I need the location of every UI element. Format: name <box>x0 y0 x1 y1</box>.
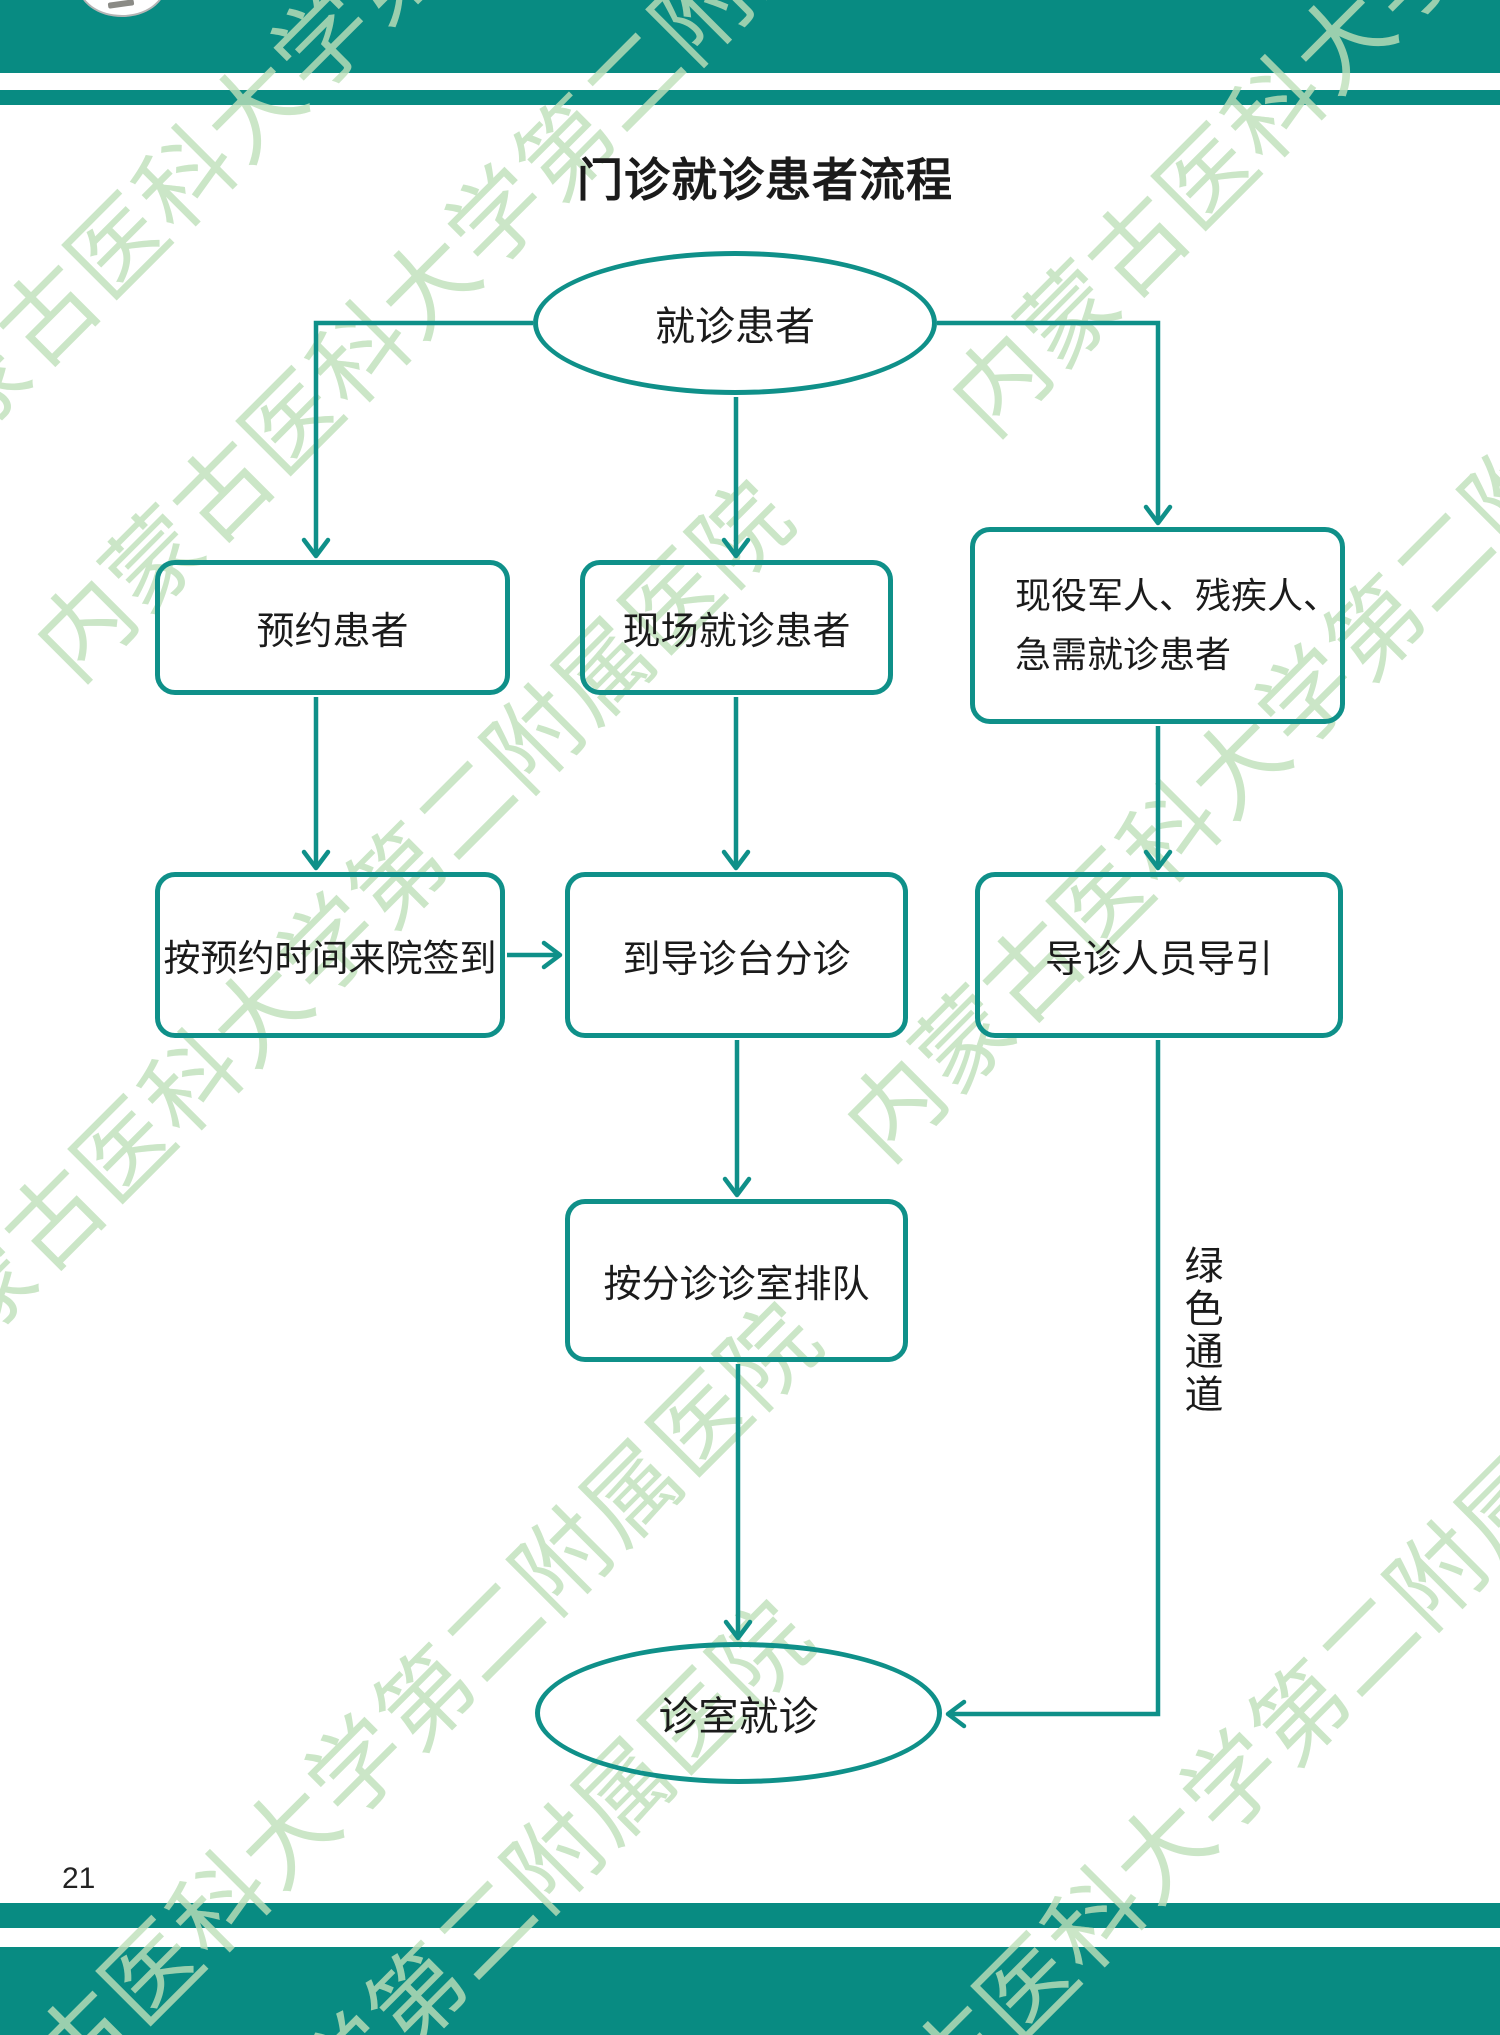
arrowhead-start-walkin <box>721 537 751 559</box>
node-guide-label: 导诊人员导引 <box>1044 938 1273 981</box>
arrowhead-priority-guide <box>1143 849 1173 871</box>
node-checkin-on-time: 按预约时间来院签到 <box>155 872 505 1038</box>
node-queue-label: 按分诊诊室排队 <box>603 1264 870 1306</box>
footer-band-thin <box>0 1903 1500 1928</box>
arrowhead-guide-consult <box>945 1699 967 1729</box>
node-reserved-label: 预约患者 <box>256 611 409 653</box>
arrowhead-walkin-triage <box>721 849 751 871</box>
node-priority-label: 现役军人、残疾人、 急需就诊患者 <box>1015 575 1340 675</box>
node-consult-label: 诊室就诊 <box>658 1695 819 1739</box>
node-start-label: 就诊患者 <box>655 305 815 349</box>
node-triage-label: 到导诊台分诊 <box>622 938 851 981</box>
footer-band-thick <box>0 1947 1500 2035</box>
node-reserved-patient: 预约患者 <box>155 560 510 695</box>
node-checkin-label: 按预约时间来院签到 <box>163 938 497 979</box>
arrowhead-reserved-checkin <box>301 849 331 871</box>
node-queue-at-room: 按分诊诊室排队 <box>565 1199 908 1362</box>
logo-mark <box>107 0 135 9</box>
node-walkin-label: 现场就诊患者 <box>622 611 851 653</box>
arrowhead-start-priority <box>1143 504 1173 526</box>
node-consult-room: 诊室就诊 <box>535 1642 942 1784</box>
connector-start-reserved <box>313 320 533 556</box>
node-walkin-patient: 现场就诊患者 <box>580 560 893 695</box>
page-title: 门诊就诊患者流程 <box>577 154 953 206</box>
page-number: 21 <box>62 1862 96 1895</box>
green-channel-label: 绿色通道 <box>1179 1245 1222 1417</box>
header-band-thick <box>0 0 1500 73</box>
arrowhead-queue-consult <box>723 1619 753 1641</box>
connector-guide-consult-green-channel <box>948 1040 1161 1717</box>
connector-start-priority <box>937 320 1161 523</box>
arrowhead-triage-queue <box>722 1176 752 1198</box>
node-triage-desk: 到导诊台分诊 <box>565 872 908 1038</box>
arrowhead-checkin-triage <box>541 940 563 970</box>
header-band-thin <box>0 90 1500 105</box>
node-guide-staff: 导诊人员导引 <box>975 872 1343 1038</box>
node-priority-patient: 现役军人、残疾人、 急需就诊患者 <box>970 527 1345 724</box>
node-start-patient: 就诊患者 <box>533 251 937 395</box>
arrowhead-start-reserved <box>301 537 331 559</box>
